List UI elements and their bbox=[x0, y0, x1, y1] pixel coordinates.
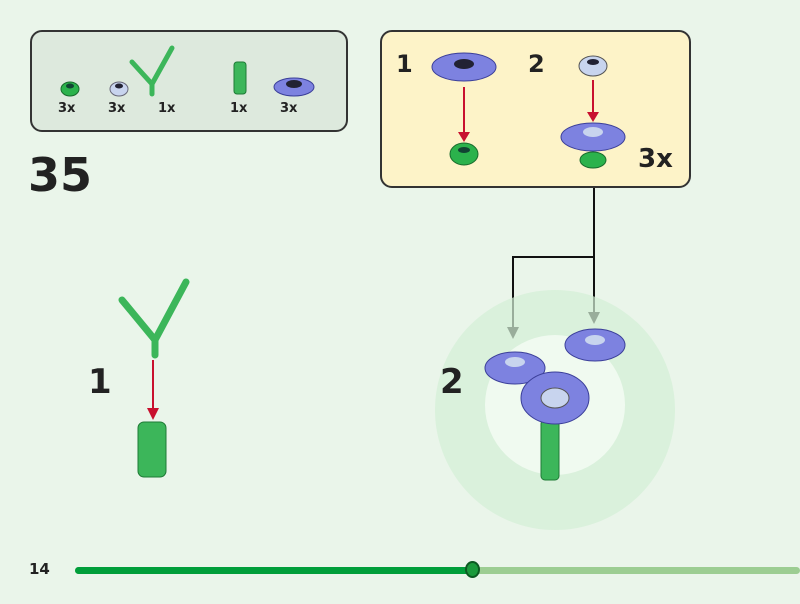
part-qty: 3x bbox=[280, 101, 298, 116]
blue-plate-icon bbox=[109, 81, 129, 97]
parts-icons bbox=[60, 45, 315, 97]
main-substep-label: 2 bbox=[440, 362, 464, 402]
substep-multiplier: 3x bbox=[638, 144, 673, 174]
part-qty: 3x bbox=[58, 101, 76, 116]
progress-fill bbox=[75, 567, 473, 574]
substep-label: 2 bbox=[528, 50, 545, 78]
main-illustration bbox=[118, 188, 675, 530]
step-number: 35 bbox=[28, 148, 93, 202]
substep-illustration bbox=[431, 52, 626, 169]
stem-base-part bbox=[137, 421, 167, 478]
substep-label: 1 bbox=[396, 50, 413, 78]
stem-base-icon bbox=[233, 61, 247, 95]
main-substep-label: 1 bbox=[88, 362, 112, 402]
green-plate-icon bbox=[60, 81, 80, 97]
substep-panel: 1 2 3x bbox=[380, 30, 691, 188]
part-qty: 1x bbox=[158, 101, 176, 116]
flower-assembly bbox=[484, 328, 626, 481]
part-qty: 1x bbox=[230, 101, 248, 116]
progress-knob bbox=[465, 561, 481, 578]
page-number: 14 bbox=[29, 560, 50, 578]
parts-list-panel: 3x 3x 1x 1x 3x bbox=[30, 30, 348, 132]
flower-icon bbox=[273, 77, 315, 97]
branch-part bbox=[118, 278, 190, 359]
branch-icon bbox=[129, 45, 175, 97]
part-qty: 3x bbox=[108, 101, 126, 116]
